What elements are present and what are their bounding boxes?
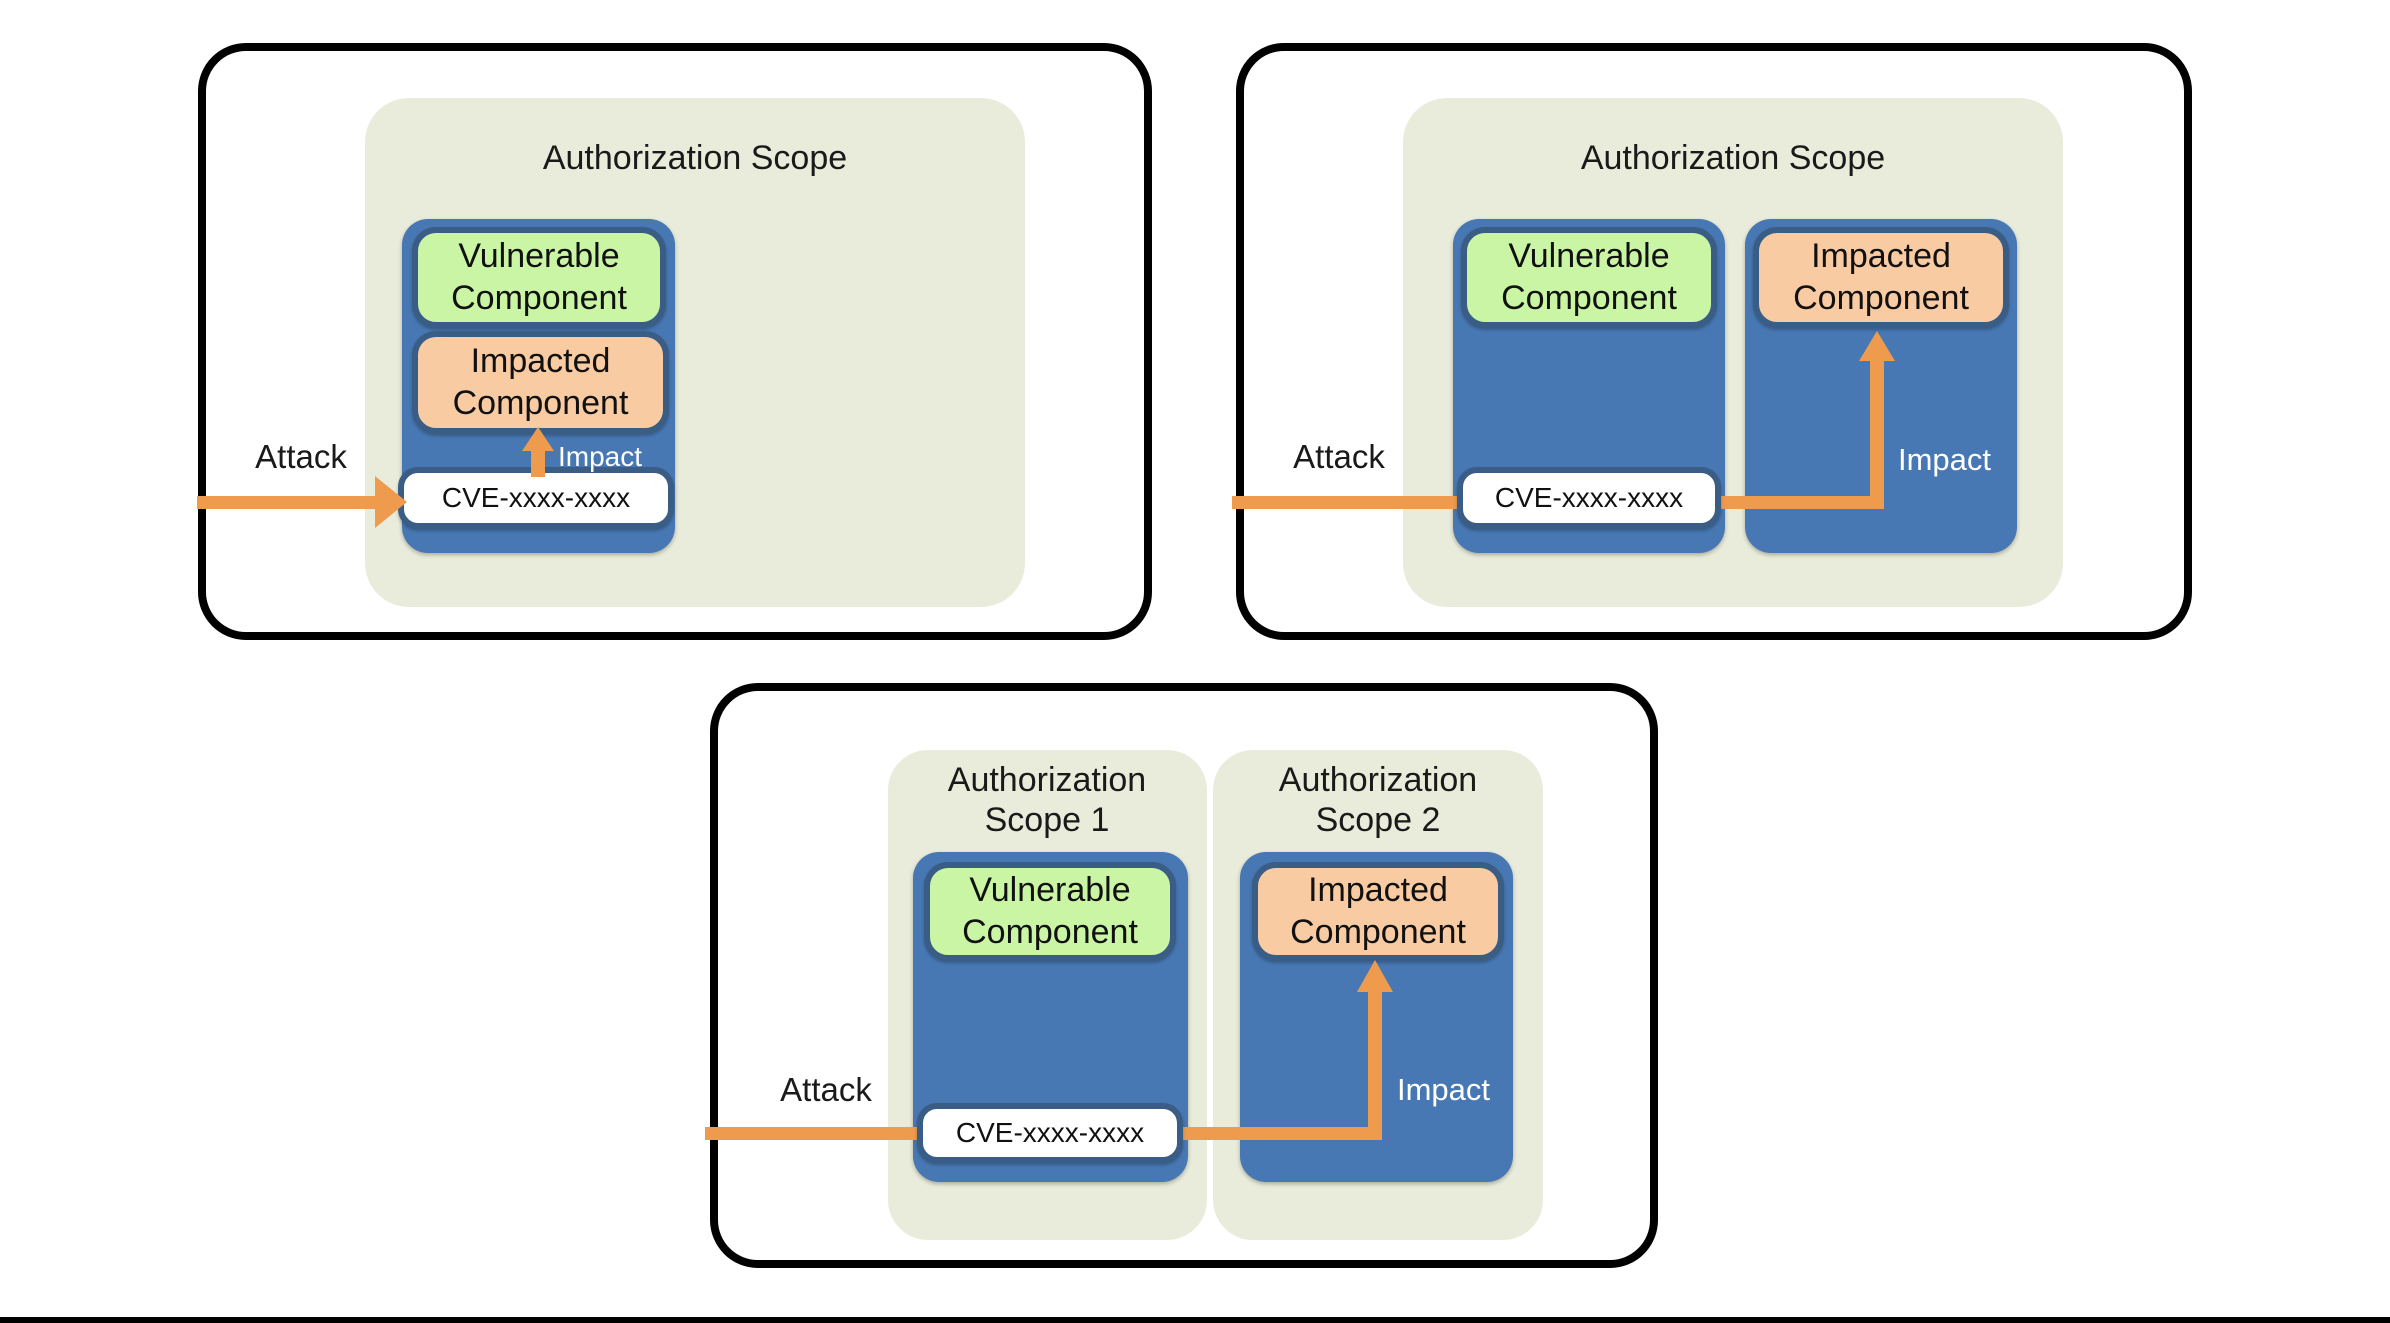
panel-1-authorization-scope-title: Authorization Scope bbox=[542, 139, 848, 177]
bottom-edge-bar bbox=[0, 1317, 2390, 1323]
panel-1-impacted-component-box: Impacted Component bbox=[412, 331, 669, 434]
panel-2-impact-label: Impact bbox=[1898, 442, 1992, 477]
panel-3-impact-label: Impact bbox=[1397, 1072, 1491, 1107]
panel-2-attack-label: Attack bbox=[1293, 438, 1385, 475]
panel-1-attack-arrowhead-icon bbox=[375, 476, 407, 528]
panel-3-authorization-scope-2-title: Authorization Scope 2 bbox=[1278, 761, 1478, 840]
panel-2-impact-arrowhead-icon bbox=[1859, 331, 1895, 361]
panel-3-authorization-scope-1-title: Authorization Scope 1 bbox=[947, 761, 1147, 840]
panel-1-vulnerable-component-box: Vulnerable Component bbox=[412, 227, 666, 328]
panel-2-vulnerable-component-box: Vulnerable Component bbox=[1461, 227, 1717, 328]
panel-2-impacted-component-box: Impacted Component bbox=[1753, 227, 2009, 328]
panel-1-impact-arrowhead-icon bbox=[522, 427, 554, 451]
panel-2-impact-arrow bbox=[1870, 360, 1884, 509]
panel-1-attack-label: Attack bbox=[255, 438, 347, 475]
panel-2-cve-box: CVE-xxxx-xxxx bbox=[1457, 467, 1721, 529]
panel-2-authorization-scope-title: Authorization Scope bbox=[1580, 139, 1886, 177]
panel-1-impact-label: Impact bbox=[558, 441, 643, 472]
panel-3-vulnerable-component-box: Vulnerable Component bbox=[924, 862, 1176, 961]
panel-3-impact-arrow bbox=[1368, 992, 1382, 1140]
panel-3-attack-label: Attack bbox=[780, 1071, 872, 1108]
panel-3-impacted-component-box: Impacted Component bbox=[1252, 862, 1504, 961]
panel-1-impact-arrow bbox=[531, 450, 545, 477]
panel-3-cve-box: CVE-xxxx-xxxx bbox=[917, 1103, 1183, 1163]
panel-3-impact-arrowhead-icon bbox=[1357, 960, 1393, 992]
panel-1-attack-arrow bbox=[197, 496, 379, 509]
